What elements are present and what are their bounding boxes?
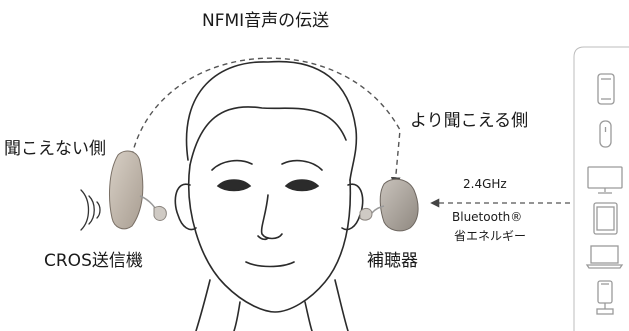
tablet-icon xyxy=(593,202,618,235)
nfmi-transmission-arc xyxy=(129,57,401,187)
hearing-aid-device xyxy=(359,178,419,232)
hearing-aid-label: 補聴器 xyxy=(367,251,418,271)
right-side-label: より聞こえる側 xyxy=(410,111,529,131)
head-illustration xyxy=(174,60,364,331)
tv-connector-icon xyxy=(596,280,614,315)
cros-transmitter-device xyxy=(109,150,167,230)
tv-icon xyxy=(587,166,623,194)
nfmi-title: NFMI音声の伝送 xyxy=(202,11,330,31)
bluetooth-label: Bluetooth® xyxy=(452,210,523,224)
laptop-icon xyxy=(585,245,624,269)
left-side-label: 聞こえない側 xyxy=(4,139,106,159)
cros-label: CROS送信機 xyxy=(44,251,143,271)
smartphone-icon xyxy=(597,73,615,105)
frequency-label: 2.4GHz xyxy=(463,177,507,191)
sound-waves-icon xyxy=(80,189,101,231)
remote-icon xyxy=(599,120,612,148)
bluetooth-sub-label: 省エネルギー xyxy=(454,229,527,243)
devices-panel xyxy=(573,46,629,331)
